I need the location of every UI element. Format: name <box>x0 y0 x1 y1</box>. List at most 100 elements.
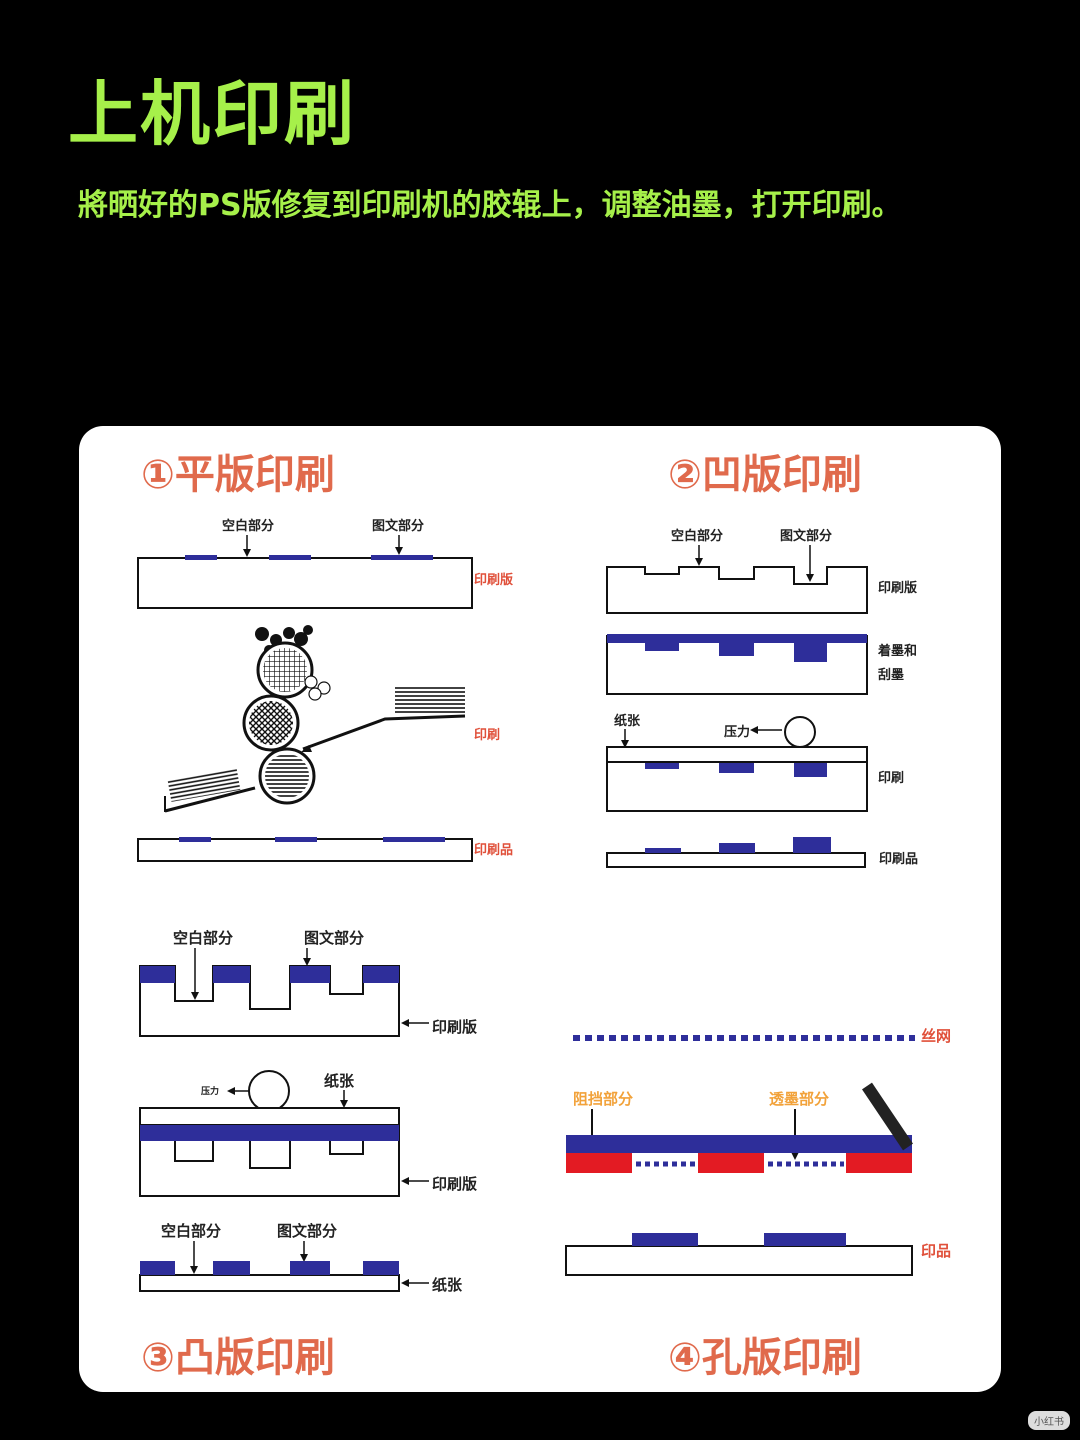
arrow-head <box>191 992 199 1000</box>
label-image-area: 图文部分 <box>304 929 364 947</box>
section-relief: 空白部分 图文部分 印刷版 压力 纸张 印刷版 空白部分 图文部分 <box>139 929 477 1381</box>
image-area <box>179 837 211 842</box>
ink-fill <box>645 643 679 651</box>
label-product: 印刷品 <box>474 843 513 858</box>
arrow-head <box>695 558 703 566</box>
printed-ink <box>632 1233 698 1246</box>
arrow-head <box>340 1100 348 1108</box>
section-planographic-title: ①平版印刷 <box>141 452 335 498</box>
arrow-head <box>190 1266 198 1274</box>
ink-fill <box>794 763 827 777</box>
arrow-head <box>303 958 311 966</box>
printed-product <box>137 838 473 862</box>
printed-ink <box>213 1261 250 1275</box>
relief-ink <box>140 1125 399 1141</box>
label-screen: 丝网 <box>921 1027 951 1045</box>
section-intaglio-title: ②凹版印刷 <box>668 452 862 498</box>
label-pressure: 压力 <box>724 724 750 740</box>
label-paper-2: 纸张 <box>432 1276 463 1294</box>
label-image-area: 图文部分 <box>372 518 424 534</box>
ink-layer <box>566 1135 912 1153</box>
ink-dot <box>793 837 831 853</box>
ink-fill <box>645 763 679 769</box>
label-plate: 印刷版 <box>432 1018 477 1036</box>
label-pass-area: 透墨部分 <box>769 1090 829 1108</box>
label-pressure: 压力 <box>201 1085 219 1097</box>
relief-ink <box>213 966 250 983</box>
label-image-area: 图文部分 <box>780 528 832 544</box>
ink-dot <box>645 848 681 853</box>
relief-ink <box>363 966 399 983</box>
label-plate: 印刷版 <box>474 572 513 588</box>
arrow-head <box>227 1087 235 1095</box>
ink-dot <box>719 843 755 853</box>
label-print: 印刷 <box>878 771 904 786</box>
ink-fill <box>794 643 827 662</box>
image-area <box>371 555 433 560</box>
ink-layer <box>607 634 867 643</box>
printed-product <box>565 1245 913 1276</box>
arrow-head <box>621 740 629 748</box>
image-area <box>185 555 217 560</box>
arrow-head <box>300 1254 308 1262</box>
label-plate-2: 印刷版 <box>432 1175 477 1193</box>
label-print: 印刷 <box>474 728 500 743</box>
offset-press-illustration <box>164 625 466 813</box>
arrow-head <box>401 1019 409 1027</box>
label-blank-area: 空白部分 <box>222 518 274 534</box>
section-stencil: 丝网 阻挡部分 透墨部分 印品 ④孔版印刷 <box>565 1027 951 1381</box>
page-subtitle: 將晒好的PS版修复到印刷机的胶辊上，调整油墨，打开印刷。 <box>78 188 902 223</box>
arrow-head <box>401 1279 409 1287</box>
label-paper: 纸张 <box>614 713 641 729</box>
relief-ink <box>140 966 175 983</box>
watermark: 小红书 <box>1028 1411 1070 1430</box>
gap <box>332 1141 361 1154</box>
label-blank-area-2: 空白部分 <box>161 1222 221 1240</box>
image-area <box>383 837 445 842</box>
section-relief-title: ③凸版印刷 <box>141 1335 335 1381</box>
arrow-head <box>401 1177 409 1185</box>
relief-groove-outline <box>174 1141 364 1169</box>
label-product: 印刷品 <box>879 852 918 867</box>
printed-ink <box>290 1261 330 1275</box>
block-area <box>698 1153 764 1173</box>
image-area <box>269 555 311 560</box>
squeegee <box>862 1082 913 1151</box>
image-area <box>275 837 317 842</box>
section-planographic: ①平版印刷 空白部分 图文部分 印刷版 <box>137 452 513 862</box>
planographic-plate <box>137 557 473 609</box>
label-product: 印品 <box>921 1242 951 1260</box>
paper-sheet <box>139 1274 400 1292</box>
paper-sheet <box>139 1107 400 1126</box>
printing-diagram-card: ①平版印刷 空白部分 图文部分 印刷版 <box>79 426 1001 1392</box>
printing-methods-diagram: ①平版印刷 空白部分 图文部分 印刷版 <box>137 452 951 1381</box>
label-inking-line1: 着墨和 <box>877 643 917 659</box>
printed-ink <box>363 1261 399 1275</box>
pressure-roller <box>784 716 816 748</box>
label-plate: 印刷版 <box>878 580 917 596</box>
label-inking-line2: 刮墨 <box>878 667 904 683</box>
ink-fill <box>719 643 754 656</box>
pressure-roller <box>248 1070 290 1112</box>
label-blank-area: 空白部分 <box>671 528 723 544</box>
relief-plate <box>139 965 400 1037</box>
block-area <box>566 1153 632 1173</box>
ink-fill <box>719 763 754 773</box>
arrow-head <box>806 574 814 582</box>
arrow-head <box>243 549 251 557</box>
printed-product <box>606 852 866 868</box>
label-image-area-2: 图文部分 <box>277 1222 337 1240</box>
arrow-head <box>791 1152 799 1160</box>
block-area <box>846 1153 912 1173</box>
page-title: 上机印刷 <box>68 73 356 155</box>
printed-ink <box>764 1233 846 1246</box>
arrow-head <box>395 547 403 555</box>
relief-ink <box>290 966 330 983</box>
section-intaglio: ②凹版印刷 空白部分 图文部分 印刷版 着墨和 刮墨 纸张 压力 印刷 <box>606 452 918 868</box>
label-block-area: 阻挡部分 <box>573 1090 633 1108</box>
section-stencil-title: ④孔版印刷 <box>668 1335 862 1381</box>
gap <box>252 1141 288 1168</box>
intaglio-plate <box>606 566 868 614</box>
label-blank-area: 空白部分 <box>173 929 233 947</box>
arrow-head <box>750 726 758 734</box>
